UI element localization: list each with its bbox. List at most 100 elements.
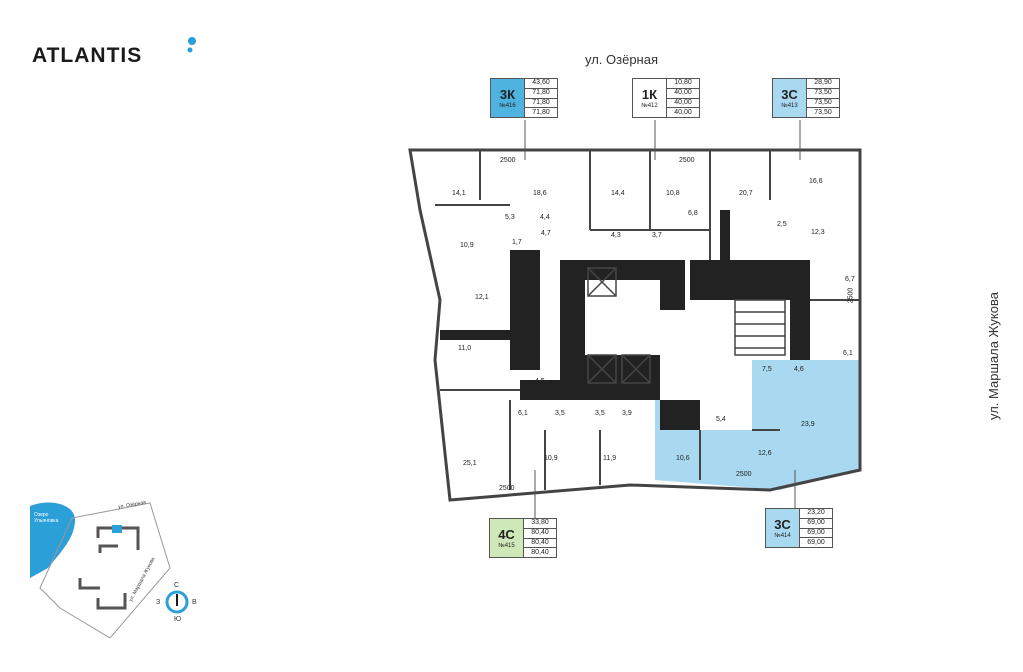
- room-area: 12,6: [758, 450, 772, 457]
- core-wall: [560, 260, 685, 280]
- compass-icon: [165, 590, 189, 614]
- core-wall: [790, 300, 810, 360]
- room-area: 6,8: [688, 210, 698, 217]
- room-area: 4,4: [540, 214, 550, 221]
- room-area: 2,5: [777, 221, 787, 228]
- apartment-number: №414: [774, 532, 791, 539]
- room-area: 4,8: [773, 268, 783, 275]
- room-area: 14,4: [611, 190, 625, 197]
- area-value: 40,00: [667, 89, 699, 99]
- apartment-type: 1К: [641, 86, 658, 102]
- room-area: 6,1: [518, 410, 528, 417]
- room-area: 1,7: [512, 239, 522, 246]
- compass-north: С: [174, 582, 180, 589]
- apartment-414-highlight: [655, 360, 860, 490]
- apartment-number: №412: [641, 102, 658, 109]
- room-area: 20,7: [739, 190, 753, 197]
- brand-logo: ATLANTIS: [32, 44, 143, 67]
- room-area: 6,1: [843, 350, 853, 357]
- area-value: 23,20: [800, 509, 832, 519]
- area-value: 73,50: [807, 89, 839, 99]
- minimap-building: [98, 544, 118, 553]
- area-value: 28,90: [807, 79, 839, 89]
- room-area: 10,9: [544, 455, 558, 462]
- area-value: 73,50: [814, 108, 832, 116]
- area-value: 33,80: [524, 519, 556, 529]
- apartment-tag: 3С №414: [765, 508, 800, 548]
- apartment-card-414[interactable]: 3С №414 23,20 69,00 69,00 69,00: [765, 508, 833, 548]
- room-area: 4,4: [673, 410, 683, 417]
- room-area: 16,6: [809, 178, 823, 185]
- area-value: 80,40: [524, 529, 556, 539]
- site-outline: [39, 502, 171, 638]
- room-area: 10,9: [460, 242, 474, 249]
- room-area: 3,8: [773, 277, 783, 284]
- elevator: [587, 267, 617, 297]
- apartment-card-412[interactable]: 1К №412 10,80 40,00 40,00 40,00: [632, 78, 700, 118]
- minimap-lake-label: Озеро Ульяновка: [34, 512, 59, 524]
- room-area: 11,0: [458, 345, 472, 352]
- room-area: 12,1: [475, 294, 489, 301]
- room-area: 3,5: [595, 410, 605, 417]
- dimension-label: 2500: [847, 287, 855, 304]
- room-area: 3,5: [555, 410, 565, 417]
- room-area: 4,6: [794, 366, 804, 373]
- apartment-type: 3С: [774, 516, 791, 532]
- apartment-areas: 28,90 73,50 73,50 73,50: [807, 78, 840, 118]
- compass-east: В: [192, 599, 197, 606]
- apartment-areas: 33,80 80,40 80,40 80,40: [524, 518, 557, 558]
- room-area: 4,3: [611, 232, 621, 239]
- core-wall: [440, 330, 510, 340]
- room-area: 3,7: [652, 232, 662, 239]
- staircase: [734, 299, 786, 356]
- core-wall: [660, 280, 685, 310]
- apartment-areas: 23,20 69,00 69,00 69,00: [800, 508, 833, 548]
- room-area: 4,7: [541, 230, 551, 237]
- area-value: 71,80: [525, 89, 557, 99]
- apartment-tag: 4С №415: [489, 518, 524, 558]
- room-area: 14,1: [452, 190, 466, 197]
- area-value: 69,00: [800, 529, 832, 539]
- site-minimap: [30, 502, 171, 638]
- room-area: 23,9: [801, 421, 815, 428]
- dimension-label: 2500: [499, 485, 515, 492]
- elevator: [621, 354, 651, 384]
- area-value: 71,80: [532, 108, 550, 116]
- apartment-tag: 3С №413: [772, 78, 807, 118]
- room-area: 10,8: [666, 190, 680, 197]
- apartment-areas: 43,60 71,80 71,80 71,80: [525, 78, 558, 118]
- apartment-type: 3К: [499, 86, 516, 102]
- apartment-card-415[interactable]: 4С №415 33,80 80,40 80,40 80,40: [489, 518, 557, 558]
- room-area: 10,6: [676, 455, 690, 462]
- elevator: [587, 354, 617, 384]
- compass-south: Ю: [174, 616, 182, 623]
- room-area: 25,1: [463, 460, 477, 467]
- logo-dots-icon: [187, 37, 196, 53]
- area-value: 10,80: [667, 79, 699, 89]
- area-value: 69,00: [800, 519, 832, 529]
- area-value: 43,60: [525, 79, 557, 89]
- area-value: 69,00: [807, 538, 825, 546]
- core-wall: [720, 210, 730, 270]
- apartment-number: №416: [499, 102, 516, 109]
- room-area: 6,7: [845, 276, 855, 283]
- area-value: 73,50: [807, 99, 839, 109]
- room-area: 3,9: [622, 410, 632, 417]
- apartment-card-416[interactable]: 3К №416 43,60 71,80 71,80 71,80: [490, 78, 558, 118]
- area-value: 40,00: [667, 99, 699, 109]
- room-area: 5,3: [505, 214, 515, 221]
- minimap-building: [96, 593, 127, 610]
- dimension-label: 2500: [500, 157, 516, 164]
- core-wall: [690, 260, 810, 300]
- apartment-card-413[interactable]: 3С №413 28,90 73,50 73,50 73,50: [772, 78, 840, 118]
- apartment-tag: 3К №416: [490, 78, 525, 118]
- apartment-type: 3С: [781, 86, 798, 102]
- street-top-label: ул. Озёрная: [585, 52, 659, 67]
- building-outline: [408, 148, 862, 502]
- minimap-selected-section: [112, 525, 122, 533]
- minimap-building: [78, 578, 100, 590]
- room-area: 11,9: [603, 455, 617, 462]
- room-area: 18,6: [533, 190, 547, 197]
- compass-west: З: [156, 599, 161, 606]
